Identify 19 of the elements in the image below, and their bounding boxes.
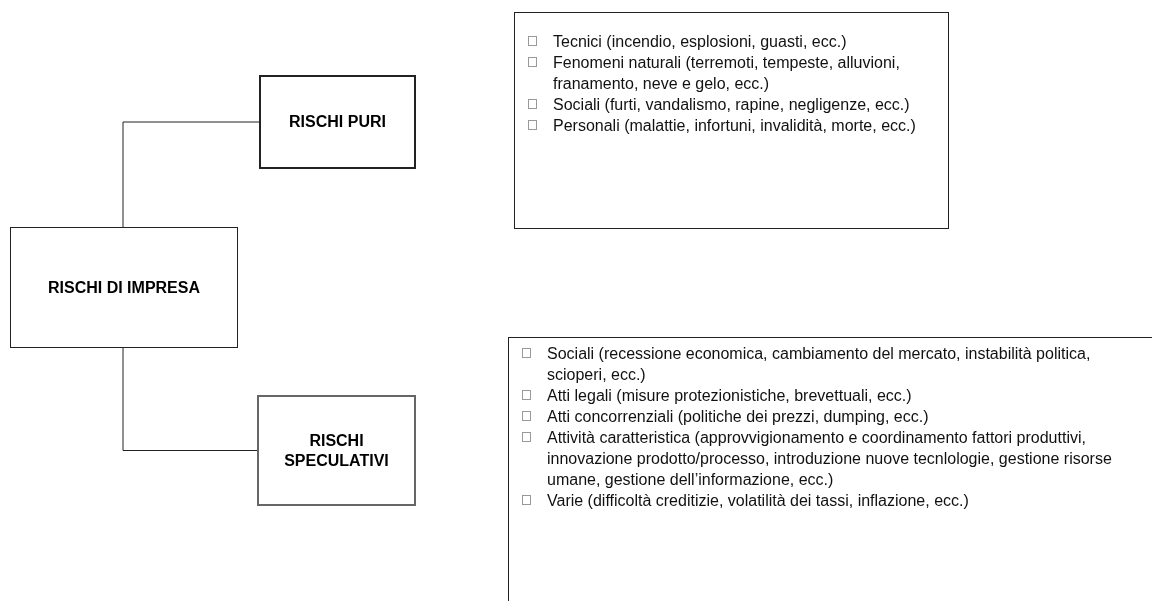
list-item: Attività caratteristica (approvvigionamento e coordinamento fattori produttivi, innovazione prodotto/processo, introduzione nuove tecnlologie, gestione risorse umane, gestione dell’informazione, ecc.) (547, 429, 1112, 488)
category-box (259, 75, 416, 169)
list-box (508, 337, 1152, 601)
list-item: Sociali (recessione economica, cambiamento del mercato, instabilità politica, scioperi, ecc.) (547, 345, 1091, 383)
category-box (257, 395, 416, 506)
list-item: Personali (malattie, infortuni, invalidità, morte, ecc.) (553, 117, 916, 134)
category-title: RISCHI PURI (289, 112, 386, 132)
category-title: RISCHI SPECULATIVI (283, 430, 390, 471)
list-item: Atti concorrenziali (politiche dei prezzi, dumping, ecc.) (547, 408, 929, 425)
list-box (514, 12, 949, 229)
category-box (10, 227, 238, 348)
list-item: Fenomeni naturali (terremoti, tempeste, alluvioni, franamento, neve e gelo, ecc.) (553, 54, 900, 92)
list-item: Varie (difficoltà creditizie, volatilità dei tassi, inflazione, ecc.) (547, 492, 969, 509)
list-item: Atti legali (misure protezionistiche, brevettuali, ecc.) (547, 387, 912, 404)
connector-line (122, 347, 258, 451)
connector-line (122, 121, 260, 228)
list-item: Tecnici (incendio, esplosioni, guasti, ecc.) (553, 33, 847, 50)
list-item: Sociali (furti, vandalismo, rapine, negligenze, ecc.) (553, 96, 910, 113)
category-title: RISCHI DI IMPRESA (48, 277, 200, 298)
